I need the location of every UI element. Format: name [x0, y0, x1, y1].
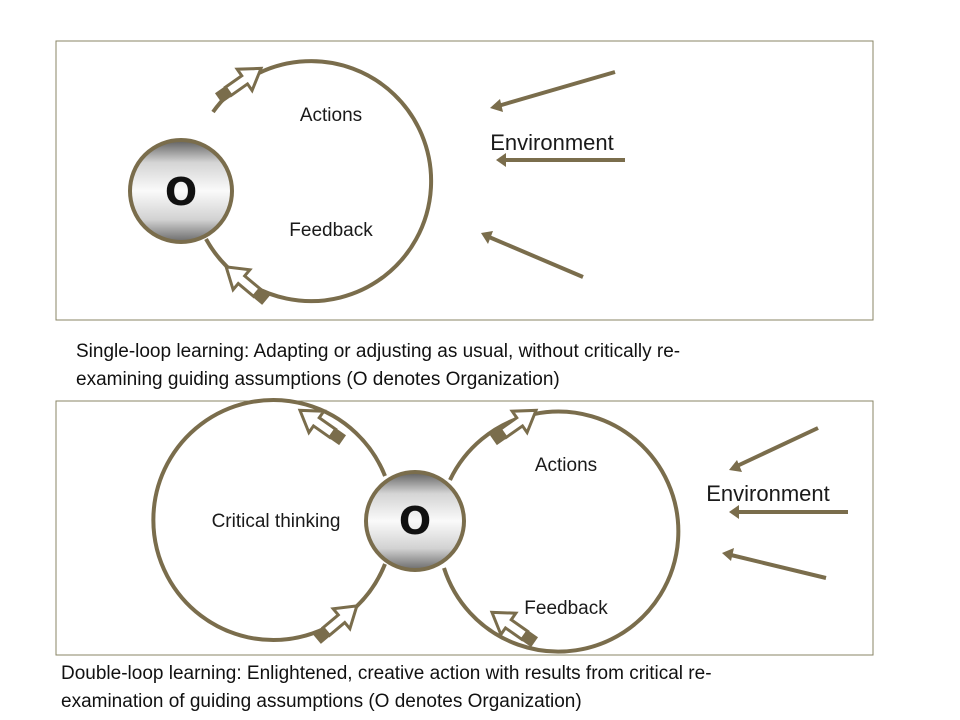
environment-label: Environment: [490, 130, 614, 155]
environment-arrow-middle-head: [496, 153, 506, 167]
actions-flow-arrow: [484, 398, 545, 453]
environment-arrows: [722, 426, 848, 580]
single-loop-caption: Single-loop learning: Adapting or adjust…: [76, 338, 680, 394]
double-loop-frame: [55, 400, 874, 656]
environment-arrow-top: [736, 426, 819, 468]
environment-arrow-top-head: [729, 460, 742, 472]
single-loop-caption-line-1: Single-loop learning: Adapting or adjust…: [76, 341, 681, 362]
single-loop-caption-line-2: examining guiding assumptions (O denotes…: [76, 369, 560, 390]
environment-arrow-top-head: [490, 99, 503, 112]
critical-thinking-top-arrow: [291, 398, 352, 453]
organization-node: [128, 138, 234, 244]
actions-label: Actions: [535, 455, 597, 476]
single-loop-frame: [55, 40, 874, 321]
critical-thinking-label: Critical thinking: [212, 511, 341, 532]
double-loop-caption-line-1: Double-loop learning: Enlightened, creat…: [61, 663, 712, 684]
critical-thinking-circle: [151, 398, 387, 642]
feedback-label: Feedback: [289, 220, 373, 241]
actions-label: Actions: [300, 105, 362, 126]
double-loop-caption: Double-loop learning: Enlightened, creat…: [61, 660, 712, 716]
environment-arrow-bottom: [488, 235, 584, 279]
organization-node-label: O: [165, 170, 197, 214]
organization-node-label: O: [399, 499, 431, 543]
double-loop-caption-line-2: examination of guiding assumptions (O de…: [61, 691, 582, 712]
environment-arrows: [481, 70, 625, 279]
feedback-label: Feedback: [524, 598, 608, 619]
environment-arrow-bottom: [730, 553, 827, 580]
organization-node: [364, 470, 466, 572]
single-loop-circle: [204, 59, 434, 304]
double-loop-panel: O Critical thinking Actions Feedback Env…: [55, 398, 874, 656]
environment-arrow-middle-head: [729, 505, 739, 519]
environment-arrow-bottom-head: [722, 548, 734, 561]
environment-arrow-bottom-head: [481, 231, 493, 244]
environment-label: Environment: [706, 481, 830, 506]
single-loop-panel: O Actions Feedback Environment: [55, 40, 874, 321]
environment-arrow-top: [497, 70, 616, 108]
